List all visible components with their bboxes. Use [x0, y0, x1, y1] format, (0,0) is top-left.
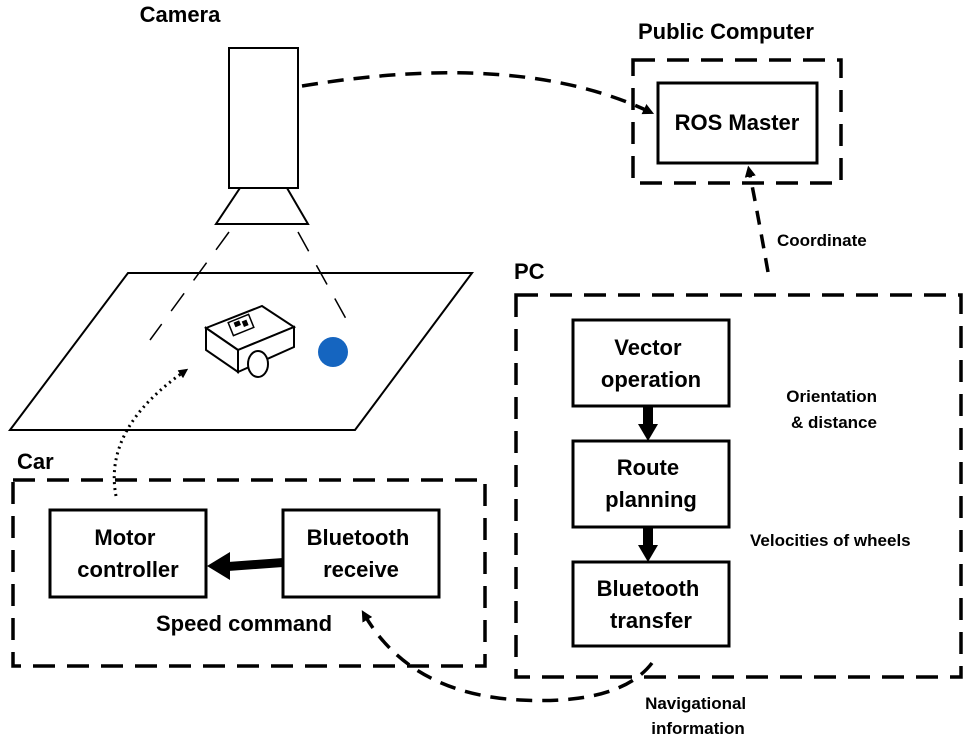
- motor-controller-label: Motor controller: [77, 525, 179, 582]
- coordinate-arrow: [744, 165, 770, 273]
- bluetooth-receive-label: Bluetooth receive: [307, 525, 416, 582]
- bluetooth-transfer-box: [571, 560, 731, 648]
- camera-label: Camera: [140, 2, 221, 27]
- target-ball: [318, 337, 348, 367]
- camera-icon: [214, 47, 310, 225]
- vector-operation-line1: Vector: [614, 335, 682, 360]
- pc-label: PC: [514, 259, 545, 284]
- route-to-bluetooth-arrow: [638, 527, 658, 562]
- car-box: [11, 478, 487, 668]
- public-computer-label: Public Computer: [638, 19, 814, 44]
- speed-command-label: Speed command: [156, 611, 332, 636]
- navigational-information-line1: Navigational: [645, 694, 746, 713]
- robot-car-icon: [203, 304, 297, 378]
- navigational-information-line2: information: [651, 719, 745, 738]
- orientation-distance-label: Orientation & distance: [786, 387, 881, 432]
- camera-to-ros-arrow: [301, 71, 655, 115]
- route-planning-label: Route planning: [605, 455, 697, 512]
- pc-box: [514, 293, 963, 679]
- route-planning-line2: planning: [605, 487, 697, 512]
- navigational-information-label: Navigational information: [645, 694, 751, 738]
- floor-plane: [7, 272, 474, 431]
- route-planning-line1: Route: [617, 455, 679, 480]
- car-label: Car: [17, 449, 54, 474]
- orientation-distance-line1: Orientation: [786, 387, 877, 406]
- orientation-distance-line2: & distance: [791, 413, 877, 432]
- motor-controller-box: [48, 508, 208, 599]
- vector-operation-line2: operation: [601, 367, 701, 392]
- public-computer-box: [631, 58, 843, 185]
- route-planning-box: [571, 439, 731, 529]
- vector-to-route-arrow: [638, 406, 658, 441]
- vector-operation-label: Vector operation: [601, 335, 701, 392]
- bluetooth-receive-line1: Bluetooth: [307, 525, 410, 550]
- camera-view-line-right: [297, 231, 351, 327]
- motor-controller-line1: Motor: [94, 525, 156, 550]
- bluetooth-transfer-line1: Bluetooth: [597, 576, 700, 601]
- vector-operation-box: [571, 318, 731, 408]
- bluetooth-receive-line2: receive: [323, 557, 399, 582]
- navigational-info-arrow: [361, 610, 654, 703]
- bluetooth-transfer-line2: transfer: [610, 608, 692, 633]
- receive-to-motor-arrow: [207, 552, 283, 580]
- motor-controller-line2: controller: [77, 557, 179, 582]
- ros-master-label: ROS Master: [675, 110, 800, 135]
- coordinate-label: Coordinate: [777, 231, 867, 250]
- bluetooth-receive-box: [281, 508, 441, 599]
- motor-to-car-arrow: [112, 368, 189, 497]
- velocities-of-wheels-label: Velocities of wheels: [750, 531, 911, 550]
- ros-master-box: [656, 81, 819, 165]
- bluetooth-transfer-label: Bluetooth transfer: [597, 576, 706, 633]
